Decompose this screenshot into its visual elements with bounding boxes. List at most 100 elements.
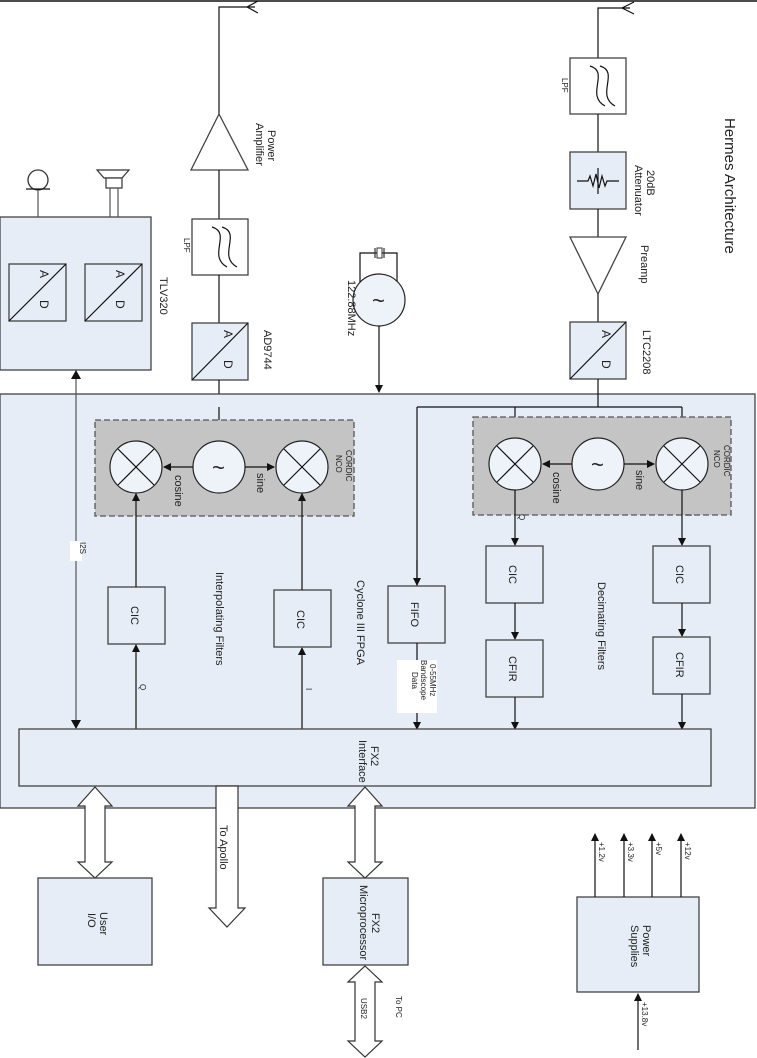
microphone-icon (26, 169, 50, 217)
decimating-filters-label: Decimating Filters (595, 582, 607, 671)
svg-text:Microprocessor: Microprocessor (357, 885, 369, 961)
svg-text:I: I (684, 514, 693, 516)
svg-text:sine: sine (254, 473, 266, 493)
svg-text:0-55MHz: 0-55MHz (428, 664, 437, 696)
svg-text:~: ~ (212, 455, 225, 480)
svg-text:Data: Data (410, 672, 419, 689)
rx-attenuator: 20dB Attenuator (569, 151, 656, 216)
svg-text:Interface: Interface (356, 740, 368, 783)
tx-lpf: LPF (182, 218, 249, 276)
rx-q-path: Q CIC CFIR (485, 490, 544, 730)
attenuator-label-1: 20dB (644, 170, 656, 196)
svg-text:A: A (221, 330, 235, 338)
svg-text:CIC: CIC (673, 565, 685, 584)
interpolating-filters-label: Interpolating Filters (213, 572, 225, 666)
svg-text:FIFO: FIFO (408, 602, 420, 627)
svg-text:+12v: +12v (683, 842, 692, 860)
rx-lpf-label: LPF (560, 78, 569, 93)
fx2-bus-arrow (346, 786, 384, 879)
svg-text:sine: sine (633, 470, 645, 490)
svg-text:To PC: To PC (394, 996, 403, 1018)
rx-adc: A D LTC2208 (569, 321, 652, 380)
svg-text:D: D (37, 300, 51, 309)
rx-preamp: Preamp (568, 236, 650, 296)
svg-text:To Apollo: To Apollo (217, 825, 229, 870)
power-amplifier: Power Amplifier (189, 112, 277, 171)
fx2-microprocessor-block: FX2 Microprocessor (322, 877, 409, 966)
power-output-1v2: +1.2v (591, 833, 606, 897)
codec-block: A D A D TLV320 (0, 216, 169, 371)
user-io-block: User I/O (37, 877, 153, 966)
svg-text:Bandscope: Bandscope (419, 660, 428, 701)
rx-lpf: LPF (560, 57, 627, 115)
user-io-bus-arrow (76, 786, 114, 879)
svg-text:FX2: FX2 (369, 913, 381, 933)
power-input-13v8: +13.8v (634, 993, 649, 1050)
tx-lpf-label: LPF (182, 238, 191, 253)
svg-text:USB2: USB2 (359, 998, 368, 1019)
power-supplies-block: Power Supplies (576, 896, 700, 993)
pa-label-2: Amplifier (253, 123, 265, 166)
svg-text:A: A (113, 270, 127, 278)
clock-freq-label: 122.88MHz (345, 280, 357, 336)
svg-text:Q: Q (517, 514, 526, 520)
tx-dac: A D AD9744 (191, 322, 273, 381)
svg-text:CFIR: CFIR (673, 652, 685, 678)
svg-text:D: D (113, 300, 127, 309)
svg-text:cosine: cosine (550, 472, 562, 504)
tx-cordic-nco: ~ cosine sine CORDIC NCO (94, 407, 355, 517)
svg-text:~: ~ (591, 452, 604, 477)
svg-text:Supplies: Supplies (628, 925, 640, 968)
svg-text:NCO: NCO (334, 455, 343, 473)
speaker-icon (95, 169, 131, 217)
tx-q-path: Q CIC (107, 493, 166, 730)
svg-text:+3.3v: +3.3v (626, 842, 635, 862)
svg-text:Q: Q (138, 684, 147, 690)
codec-label: TLV320 (157, 277, 169, 315)
to-apollo-arrow: To Apollo (207, 785, 247, 928)
fifo-path: FIFO 0-55MHz Bandscope Data (387, 560, 446, 730)
svg-text:~: ~ (372, 288, 385, 313)
svg-text:+13.8v: +13.8v (640, 1002, 649, 1026)
svg-text:D: D (221, 360, 235, 369)
pa-label-1: Power (265, 130, 277, 162)
adc-label: LTC2208 (640, 330, 652, 374)
fpga-label: Cyclone III FPGA (354, 580, 366, 666)
svg-text:+1.2v: +1.2v (597, 842, 606, 862)
svg-text:A: A (599, 330, 613, 338)
svg-text:cosine: cosine (172, 475, 184, 507)
svg-text:Power: Power (640, 925, 652, 957)
preamp-label: Preamp (638, 245, 650, 284)
clock-oscillator: ~ 122.88MHz (345, 247, 406, 393)
svg-text:I2S: I2S (78, 542, 87, 554)
rx-i-path: I CIC CFIR (652, 490, 711, 730)
svg-text:+5v: +5v (654, 842, 663, 855)
usb2-arrow: USB2 To PC (346, 965, 403, 1058)
fx2-interface: FX2 Interface (18, 728, 712, 787)
svg-text:CORDIC: CORDIC (722, 445, 731, 477)
svg-text:NCO: NCO (712, 450, 721, 468)
dac-label: AD9744 (261, 330, 273, 370)
diagram-title: Hermes Architecture (721, 118, 738, 254)
svg-text:D: D (599, 360, 613, 369)
svg-text:CFIR: CFIR (506, 656, 518, 682)
svg-text:CIC: CIC (294, 610, 306, 629)
rx-cordic-nco: ~ cosine sine CORDIC NCO (416, 379, 732, 592)
svg-text:I/O: I/O (85, 913, 97, 928)
tx-i-path: I CIC (273, 493, 332, 730)
rx-antenna (597, 1, 635, 60)
svg-text:I: I (304, 688, 313, 690)
power-output-5v: +5v (648, 833, 663, 897)
attenuator-label-2: Attenuator (632, 165, 644, 216)
power-output-12v: +12v (677, 833, 692, 897)
svg-text:User: User (97, 912, 109, 936)
svg-text:CIC: CIC (506, 565, 518, 584)
i2s-bus: I2S (70, 370, 87, 729)
power-output-3v3: +3.3v (620, 833, 635, 897)
svg-text:CORDIC: CORDIC (344, 450, 353, 482)
tx-antenna (218, 0, 259, 115)
svg-text:A: A (37, 270, 51, 278)
svg-text:FX2: FX2 (368, 746, 380, 766)
svg-text:CIC: CIC (128, 606, 140, 625)
